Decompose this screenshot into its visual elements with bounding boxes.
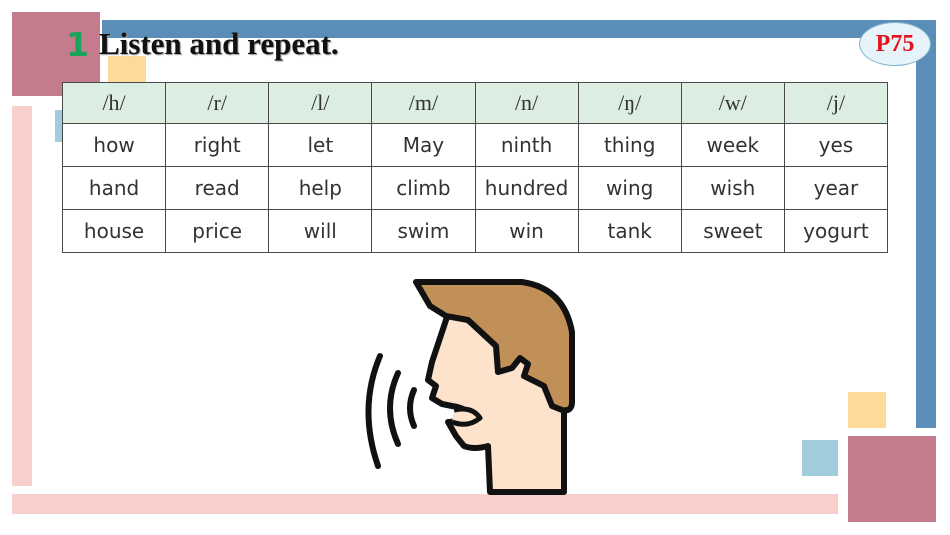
frame-bar-right [916, 20, 936, 428]
frame-bar-top [102, 20, 936, 38]
sound-wave-inner [407, 387, 417, 429]
word-cell: help [268, 166, 373, 210]
decor-square-teal-bottom [802, 440, 838, 476]
hair [413, 279, 575, 414]
word-cell: hand [61, 166, 167, 210]
sound-header: /m/ [371, 82, 476, 124]
word-cell: let [268, 123, 373, 167]
decor-square-bottom-right [848, 436, 936, 522]
sound-header: /ŋ/ [577, 82, 682, 124]
word-cell: sweet [680, 209, 785, 253]
sound-header: /j/ [783, 82, 889, 124]
word-cell: will [268, 209, 373, 253]
frame-bar-left [12, 106, 32, 486]
word-cell: win [474, 209, 579, 253]
word-cell: week [680, 123, 785, 167]
sound-header: /h/ [61, 82, 167, 124]
speaking-person-icon [365, 279, 575, 495]
section-number: 1 [66, 24, 89, 64]
word-cell: hundred [474, 166, 579, 210]
word-cell: price [165, 209, 270, 253]
sound-header: /w/ [680, 82, 785, 124]
word-cell: read [165, 166, 270, 210]
word-cell: climb [371, 166, 476, 210]
sound-header: /r/ [165, 82, 270, 124]
page-reference-badge: P75 [859, 22, 931, 66]
sound-header: /l/ [268, 82, 373, 124]
mouth [451, 406, 483, 427]
word-cell: house [61, 209, 167, 253]
frame-bar-bottom [12, 494, 838, 514]
word-cell: swim [371, 209, 476, 253]
word-cell: thing [577, 123, 682, 167]
activity-heading: 1 Listen and repeat. [66, 22, 339, 66]
word-cell: year [783, 166, 889, 210]
word-cell: ninth [474, 123, 579, 167]
word-cell: yes [783, 123, 889, 167]
word-cell: yogurt [783, 209, 889, 253]
decor-square-yellow-bottom [848, 392, 886, 428]
table-header-row: /h//r//l//m//n//ŋ//w//j/ [61, 82, 889, 124]
sound-header: /n/ [474, 82, 579, 124]
word-cell: how [61, 123, 167, 167]
sound-wave-middle [387, 370, 401, 447]
word-cell: right [165, 123, 270, 167]
word-cell: wing [577, 166, 682, 210]
word-cell: May [371, 123, 476, 167]
sound-wave-outer [365, 353, 383, 469]
word-cell: wish [680, 166, 785, 210]
activity-title: Listen and repeat. [98, 26, 339, 61]
word-cell: tank [577, 209, 682, 253]
